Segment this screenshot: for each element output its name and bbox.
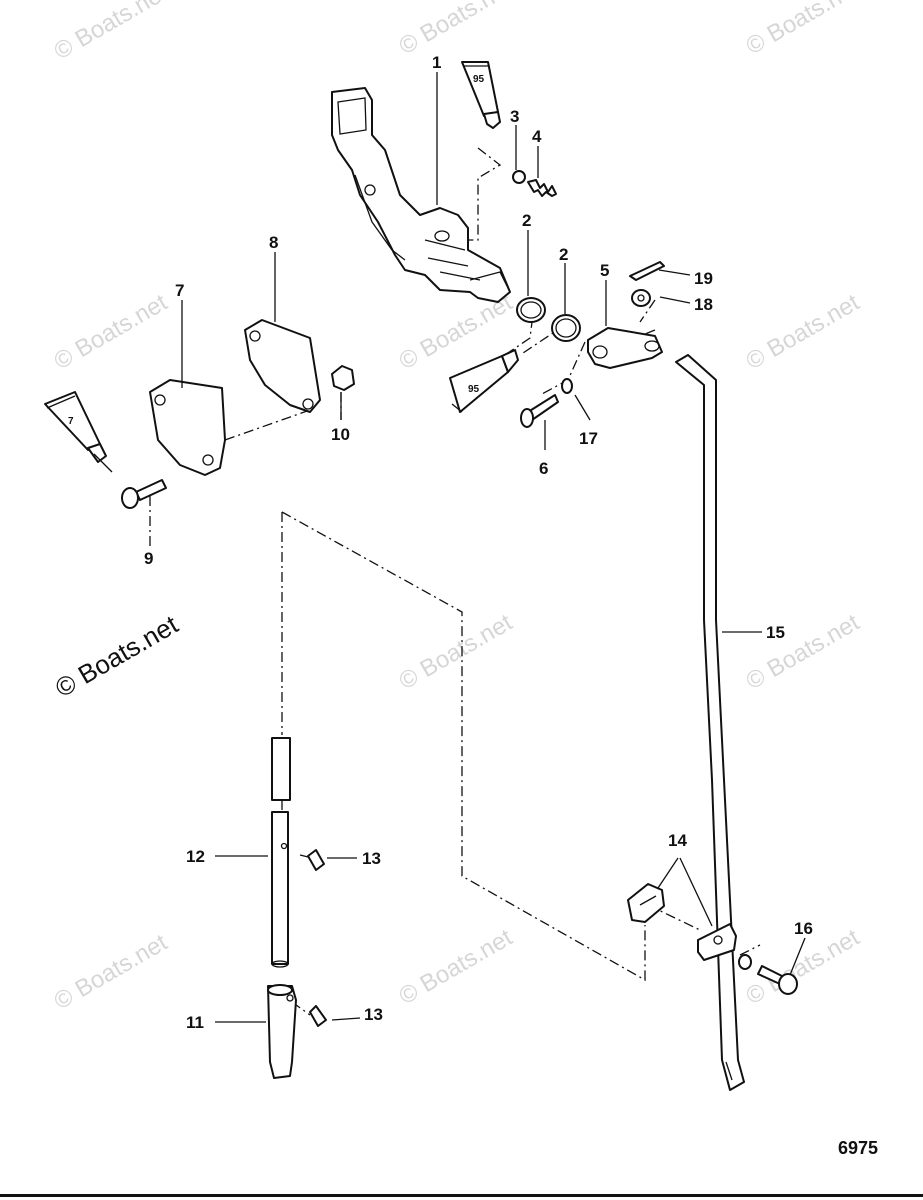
o-ring <box>516 297 546 323</box>
callout-16: 16 <box>794 919 813 938</box>
sealant-tube-icon: 95 <box>461 61 501 129</box>
watermark-text: © Boats.net <box>742 609 865 695</box>
callout-10: 10 <box>331 425 350 444</box>
o-ring <box>551 314 581 342</box>
callout-3: 3 <box>510 107 519 126</box>
rod-connector <box>627 883 665 923</box>
callout-13: 13 <box>362 849 381 868</box>
watermark-text-dark: © Boats.net <box>50 609 184 703</box>
screw <box>520 394 559 428</box>
callout-9: 9 <box>144 549 153 568</box>
tube-label: 7 <box>68 416 74 427</box>
tube-label: 95 <box>473 74 485 85</box>
figure-number: 6975 <box>838 1138 879 1158</box>
callout-4: 4 <box>532 127 542 146</box>
callout-6: 6 <box>539 459 548 478</box>
callout-2: 2 <box>559 245 568 264</box>
callout-11: 11 <box>186 1013 204 1032</box>
bolt <box>757 965 798 995</box>
nut <box>331 365 355 391</box>
watermarks: © Boats.net © Boats.net © Boats.net © Bo… <box>50 0 865 1015</box>
callout-19: 19 <box>694 269 713 288</box>
shift-arm <box>587 327 663 369</box>
detent-spring <box>527 179 557 197</box>
callout-2: 2 <box>522 211 531 230</box>
watermark-text: © Boats.net <box>50 0 173 65</box>
callout-17: 17 <box>579 429 598 448</box>
watermark-text: © Boats.net <box>50 289 173 375</box>
shift-lever <box>331 87 511 303</box>
watermark-text: © Boats.net <box>50 929 173 1015</box>
watermark-text: © Boats.net <box>742 289 865 375</box>
cotter-pin <box>629 261 665 281</box>
roll-pin <box>309 1005 327 1027</box>
watermark-text: © Boats.net <box>395 609 518 695</box>
washer <box>738 954 752 970</box>
watermark-text: © Boats.net <box>742 0 865 60</box>
lock-washer <box>561 378 573 394</box>
cover-plate <box>149 379 226 476</box>
rod-connector <box>697 923 737 961</box>
callout-12: 12 <box>186 847 205 866</box>
callout-8: 8 <box>269 233 278 252</box>
callout-1: 1 <box>432 53 441 72</box>
callout-13: 13 <box>364 1005 383 1024</box>
washer <box>631 289 651 307</box>
detent-ball <box>512 170 526 184</box>
callout-5: 5 <box>600 261 609 280</box>
watermark-text: © Boats.net <box>395 0 518 60</box>
callout-15: 15 <box>766 623 785 642</box>
upper-shift-shaft <box>271 737 291 968</box>
tube-label: 95 <box>468 384 480 395</box>
sealant-tube-icon: 7 <box>44 391 107 463</box>
bolt <box>121 479 167 509</box>
sealant-tube-icon: 95 <box>449 349 519 413</box>
callout-14: 14 <box>668 831 687 850</box>
lower-shift-shaft <box>267 984 297 1079</box>
shift-rod <box>675 354 745 1091</box>
callouts: 1 2 2 3 4 5 6 7 8 9 10 11 12 13 13 14 15… <box>144 53 813 1032</box>
leader-lines <box>93 72 806 1023</box>
gasket <box>244 319 321 413</box>
watermark-text: © Boats.net <box>395 924 518 1010</box>
callout-7: 7 <box>175 281 184 300</box>
roll-pin <box>307 849 325 871</box>
bottom-border <box>0 1194 923 1197</box>
callout-18: 18 <box>694 295 713 314</box>
